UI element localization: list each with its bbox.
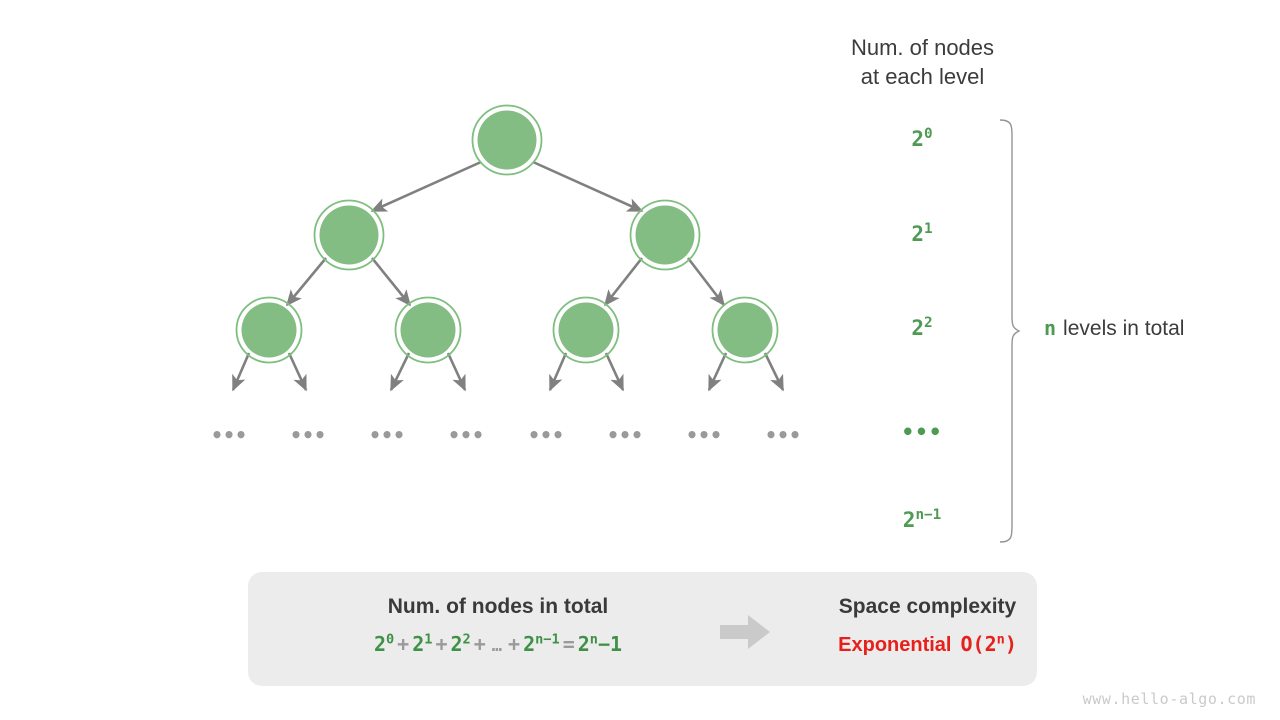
formula-term: 21 xyxy=(412,631,433,656)
tree-node-l1-right xyxy=(629,199,701,271)
levels-total-text: levels in total xyxy=(1063,317,1185,340)
tree-node-l2-4 xyxy=(711,296,779,364)
total-nodes-column: Num. of nodes in total 20+21+22+…+2n−1=2… xyxy=(248,572,748,686)
formula-operator: + xyxy=(435,632,448,656)
space-complexity-column: Space complexity Exponential O(2n) xyxy=(818,572,1037,686)
leaf-ellipsis: ••• xyxy=(290,423,326,447)
space-complexity-value: Exponential O(2n) xyxy=(818,632,1037,657)
leaf-ellipsis: ••• xyxy=(528,423,564,447)
level-count-ellipsis: ••• xyxy=(901,420,943,444)
formula-operator: + xyxy=(473,632,486,656)
tree-leaf-ellipses: ••• ••• ••• ••• ••• ••• ••• ••• xyxy=(211,423,801,447)
total-nodes-heading: Num. of nodes in total xyxy=(387,595,609,618)
leaf-ellipsis: ••• xyxy=(211,423,247,447)
formula-operator: + xyxy=(508,632,521,656)
tree-node-root xyxy=(471,104,543,176)
leaf-ellipsis: ••• xyxy=(686,423,722,447)
formula-operator: + xyxy=(397,632,410,656)
side-column-title: Num. of nodes at each level xyxy=(850,35,995,89)
level-count-2: 22 xyxy=(911,315,933,340)
formula-operator: = xyxy=(562,632,575,656)
tree-node-l1-left xyxy=(313,199,385,271)
tree-edges xyxy=(231,160,785,392)
formula-term: 22 xyxy=(450,631,471,656)
implies-arrow-icon xyxy=(720,615,770,649)
space-complexity-heading: Space complexity xyxy=(838,595,1017,618)
level-count-0: 20 xyxy=(911,126,933,151)
summary-panel: Num. of nodes in total 20+21+22+…+2n−1=2… xyxy=(248,572,1037,686)
tree-node-l2-2 xyxy=(394,296,462,364)
levels-total-note: n levels in total xyxy=(1044,316,1184,341)
formula-term: 20 xyxy=(373,631,395,656)
complexity-notation: O(2n) xyxy=(960,631,1017,656)
levels-brace xyxy=(999,119,1021,543)
complexity-word: Exponential xyxy=(838,634,952,656)
leaf-ellipsis: ••• xyxy=(369,423,405,447)
leaf-ellipsis: ••• xyxy=(607,423,643,447)
formula-term: 2n−1 xyxy=(577,631,623,656)
level-count-1: 21 xyxy=(911,221,933,246)
levels-variable: n xyxy=(1044,316,1057,340)
leaf-ellipsis: ••• xyxy=(765,423,801,447)
total-nodes-formula: 20+21+22+…+2n−1=2n−1 xyxy=(248,632,748,656)
level-count-n-1: 2n−1 xyxy=(902,507,942,532)
formula-ellipsis: … xyxy=(491,636,503,656)
tree-nodes xyxy=(235,104,779,364)
watermark: www.hello-algo.com xyxy=(1082,690,1256,708)
tree-node-l2-3 xyxy=(552,296,620,364)
leaf-ellipsis: ••• xyxy=(448,423,484,447)
formula-term: 2n−1 xyxy=(523,631,560,656)
tree-node-l2-1 xyxy=(235,296,303,364)
